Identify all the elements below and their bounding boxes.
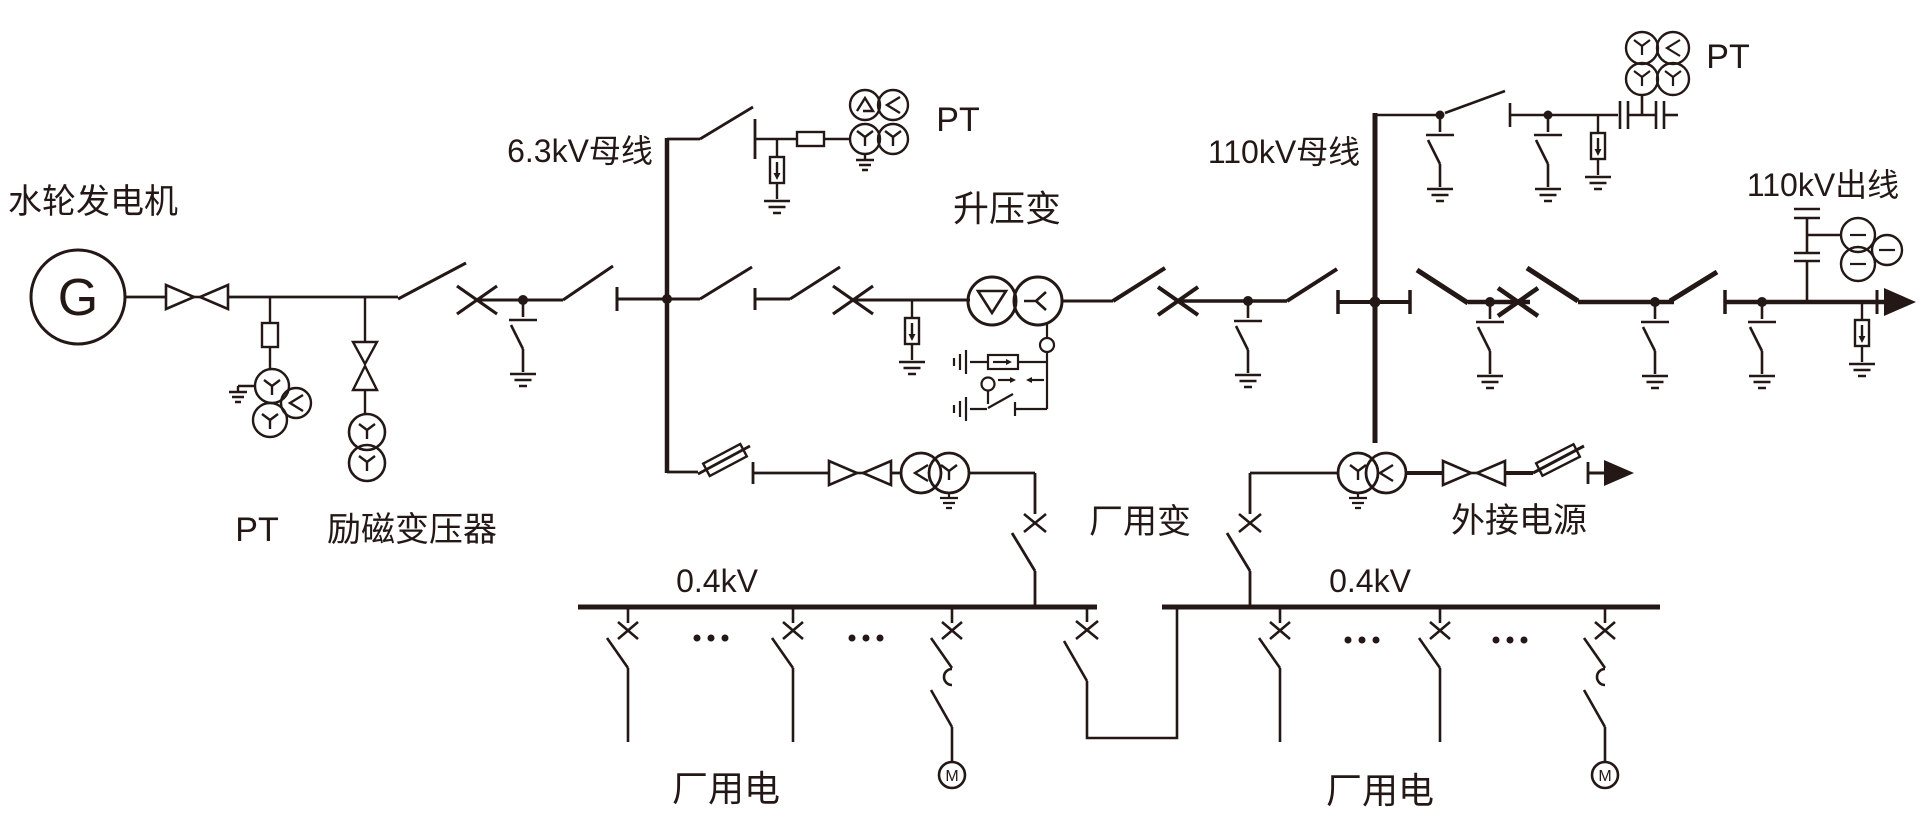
bus-6-3kv-label: 6.3kV母线	[507, 133, 653, 169]
generator-label: 水轮发电机	[8, 183, 178, 221]
ground-icon	[952, 395, 968, 423]
transformer-winding-delta	[966, 275, 1018, 327]
cvt-110kv	[1794, 207, 1904, 302]
fuse-icon	[260, 321, 280, 349]
disconnector-blade-icon	[1525, 265, 1580, 304]
lv-feeder	[605, 605, 640, 744]
surge-arrester-icon	[897, 298, 927, 376]
junction-dot	[662, 294, 672, 304]
switch-blade-icon	[1062, 640, 1089, 682]
step-up-transformer-label: 升压变	[953, 188, 1061, 229]
step-up-transformer-bay	[699, 265, 1064, 376]
station-load-left-label: 厂用电	[672, 768, 780, 809]
generator-unit	[29, 248, 166, 346]
breaker-bay-110kv-in	[1062, 266, 1412, 389]
disconnector-blade-icon	[562, 264, 614, 302]
earthing-switch-icon	[1746, 300, 1778, 390]
disconnector-blade-icon	[699, 105, 754, 141]
surge-arrester-up-icon	[351, 363, 379, 392]
ellipsis-dots	[1344, 636, 1528, 644]
outgoing-110kv-label: 110kV出线	[1747, 167, 1899, 203]
station-load-right-label: 厂用电	[1326, 770, 1434, 811]
external-source-bay	[1225, 442, 1634, 605]
station-transformer-label: 厂用变	[1089, 503, 1191, 541]
ground-icon	[1347, 496, 1369, 510]
generator-surge-arrester-pair-icon	[164, 283, 230, 311]
switch-blade-icon	[1010, 532, 1037, 572]
generator-pt-branch	[227, 297, 313, 439]
generator-pt-label: PT	[235, 511, 278, 549]
lv-breaker-icon	[1074, 619, 1100, 641]
disconnector-blade-icon	[1668, 269, 1719, 304]
generator-letter: G	[58, 269, 98, 327]
lv-feeder	[1257, 605, 1292, 744]
surge-arrester-pair-icon	[827, 459, 893, 487]
transformer-neutral-grounding	[952, 323, 1056, 423]
lv-motor-feeder	[929, 605, 967, 790]
ground-icon	[938, 496, 960, 510]
ground-icon	[854, 158, 876, 172]
outgoing-line-arrow-icon	[1884, 288, 1916, 316]
motor-letter-left: M	[945, 768, 958, 785]
lv-bus-right-label: 0.4kV	[1329, 563, 1411, 599]
outgoing-110kv-bay	[1415, 265, 1916, 390]
earthing-switch-icon	[1532, 113, 1564, 203]
station-transformer-bay	[667, 442, 1048, 605]
disconnector-blade-icon	[1444, 89, 1506, 115]
disconnector-blade-icon	[789, 265, 841, 301]
disconnector-blade-icon	[699, 265, 753, 301]
earthing-switch-icon	[1639, 300, 1671, 390]
ground-icon	[952, 348, 968, 376]
earthing-switch-icon	[1424, 113, 1456, 203]
excitation-transformer-branch	[347, 297, 387, 483]
neutral-earthing-switch-icon	[987, 393, 1014, 409]
pt-110kv-bay	[1375, 30, 1691, 203]
motor-letter-right: M	[1598, 768, 1611, 785]
fuse-icon	[1534, 442, 1582, 478]
lv-feeder	[770, 605, 805, 744]
surge-arrester-icon	[762, 137, 792, 215]
transformer-winding-wye	[1012, 275, 1064, 327]
ground-icon	[227, 390, 249, 404]
pt-6-3kv-bay	[753, 88, 910, 215]
lv-feeder	[1417, 605, 1452, 744]
earthing-switch-icon	[1232, 299, 1264, 389]
disconnector-blade-icon	[397, 261, 467, 301]
disconnector-blade-icon	[1415, 267, 1470, 306]
disconnector-blade-icon	[1285, 267, 1339, 303]
bus-110kv-label: 110kV母线	[1208, 134, 1360, 170]
external-source-label: 外接电源	[1451, 502, 1587, 540]
fuse-icon	[701, 442, 749, 478]
surge-arrester-down-icon	[350, 340, 380, 367]
bus-110kv-pt-label: PT	[1706, 38, 1749, 76]
external-source-arrow-icon	[1604, 460, 1634, 486]
surge-arrester-pair-icon	[1441, 459, 1507, 487]
lv-breaker-icon	[1237, 512, 1263, 534]
lv-feeders-right	[1257, 605, 1620, 790]
lv-feeders-left	[605, 605, 967, 790]
lv-motor-feeder	[1582, 605, 1620, 790]
fuse-icon	[795, 130, 826, 148]
surge-arrester-icon	[1583, 113, 1613, 191]
excitation-transformer-label: 励磁变压器	[327, 511, 497, 549]
disconnector-blade-icon	[1111, 266, 1167, 303]
lv-breaker-icon	[1022, 512, 1048, 534]
lv-bus-tie	[1062, 607, 1179, 740]
bus-6-3kv	[662, 105, 754, 473]
earthing-switch-icon	[507, 298, 539, 388]
generator-breaker-bay	[397, 261, 700, 388]
ellipsis-dots	[693, 634, 884, 642]
bus-6-3kv-pt-label: PT	[936, 101, 979, 139]
lv-bus-left-label: 0.4kV	[676, 563, 758, 599]
switch-blade-icon	[1225, 532, 1252, 572]
surge-arrester-icon	[1847, 300, 1877, 378]
